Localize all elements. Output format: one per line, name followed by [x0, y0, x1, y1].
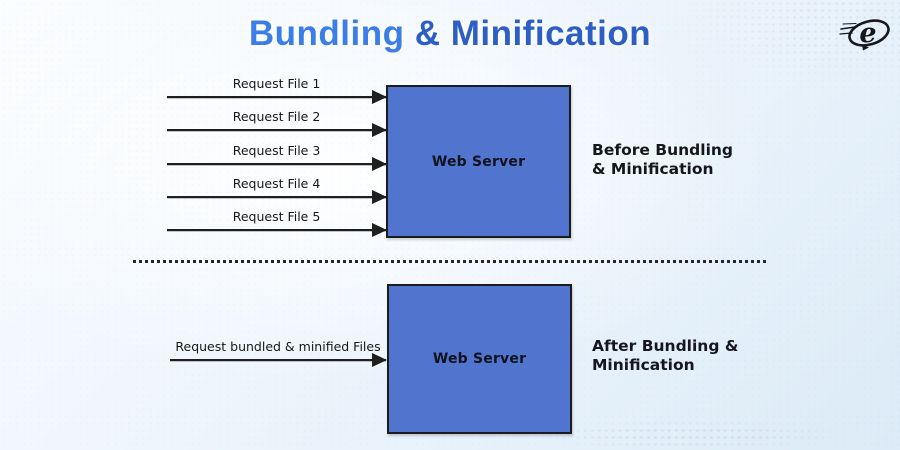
- arrow-right-icon: [167, 157, 387, 171]
- before-caption: Before Bundling & Minification: [592, 141, 734, 178]
- request-arrow-4: Request File 4: [167, 176, 387, 204]
- web-server-label: Web Server: [432, 351, 527, 367]
- web-server-box-before: Web Server: [386, 85, 571, 238]
- bundled-request-label: Request bundled & minified Files: [175, 339, 381, 354]
- bundled-request-arrow: Request bundled & minified Files: [170, 339, 387, 367]
- arrow-right-icon: [167, 223, 387, 237]
- request-label-1: Request File 1: [232, 76, 321, 91]
- request-label-5: Request File 5: [232, 209, 321, 224]
- request-arrow-1: Request File 1: [167, 76, 387, 104]
- e-orbit-logo-icon: e: [838, 12, 894, 56]
- web-server-box-after: Web Server: [387, 284, 572, 434]
- request-label-4: Request File 4: [232, 176, 321, 191]
- request-arrow-3: Request File 3: [167, 143, 387, 171]
- bottom-dot-texture: [540, 420, 840, 450]
- arrow-right-icon: [167, 90, 387, 104]
- arrow-right-icon: [167, 123, 387, 137]
- request-arrow-5: Request File 5: [167, 209, 387, 237]
- web-server-label: Web Server: [431, 153, 526, 170]
- after-caption: After Bundling & Minification: [592, 337, 739, 374]
- svg-text:e: e: [859, 18, 876, 49]
- title-part-light: Bundling: [248, 14, 415, 53]
- title-part-dark: & Minification: [414, 14, 652, 53]
- arrow-right-icon: [167, 190, 387, 204]
- request-label-3: Request File 3: [232, 143, 321, 158]
- request-label-2: Request File 2: [232, 109, 321, 124]
- page-title: Bundling & Minification: [0, 14, 900, 54]
- arrow-right-icon: [170, 353, 387, 367]
- request-arrow-2: Request File 2: [167, 109, 387, 137]
- section-divider: [133, 260, 766, 263]
